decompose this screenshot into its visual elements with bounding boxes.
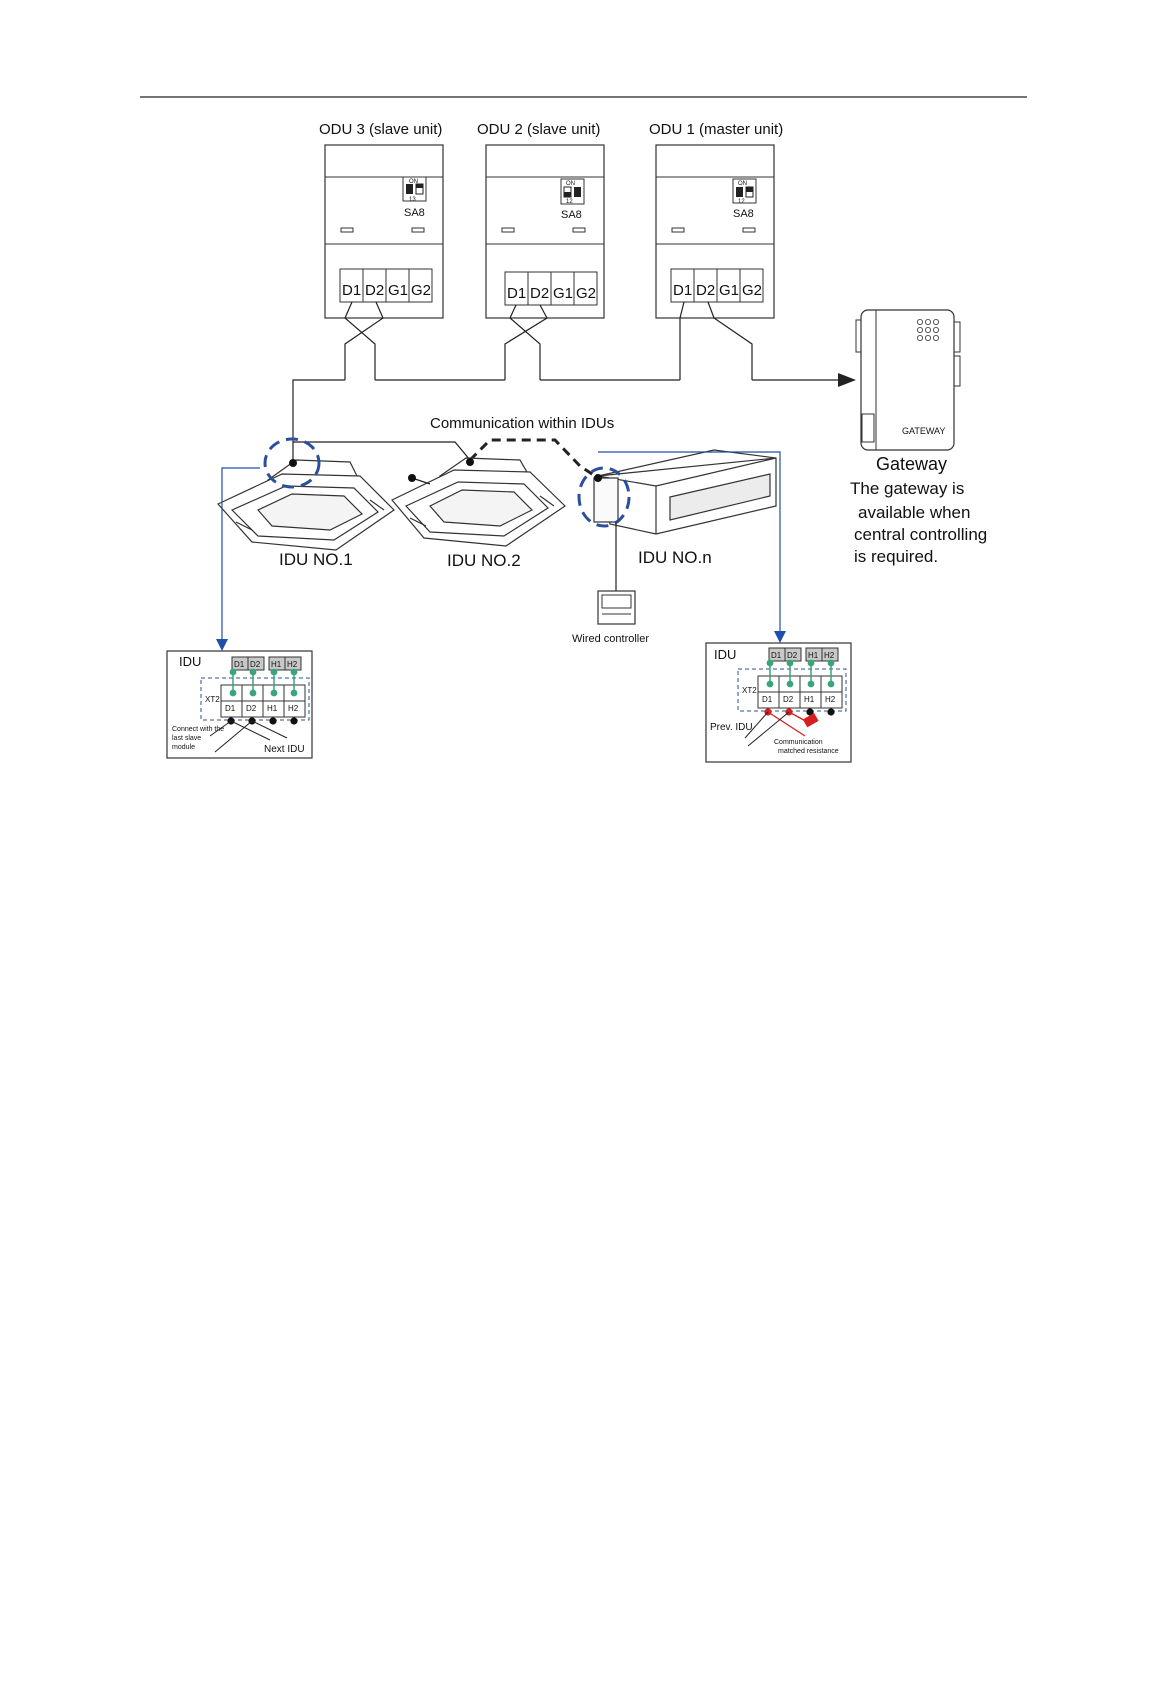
idu-n-duct — [593, 449, 777, 535]
idu-2-label: IDU NO.2 — [447, 551, 521, 570]
odu-2-terminal-d2: D2 — [530, 285, 549, 302]
odu-2-switch-label: SA8 — [561, 209, 582, 221]
odu-2-label: ODU 2 (slave unit) — [477, 121, 600, 138]
idu-n-connection-dot — [594, 474, 602, 482]
left-callout-arrow — [216, 639, 228, 651]
odu-2-unit: ODU 2 (slave unit) ON 12 SA8 D1 D2 G1 G2 — [477, 121, 605, 319]
odu-2-terminal-g2: G2 — [576, 285, 596, 302]
left-bottom-d1: D1 — [225, 704, 236, 713]
wired-controller — [597, 590, 636, 625]
gateway-note-line-1: The gateway is — [850, 479, 964, 498]
odu-1-unit: ODU 1 (master unit) ON 12 SA8 D1 D2 G1 G… — [649, 121, 783, 319]
idu-link-1-2 — [293, 441, 471, 461]
right-bottom-h2: H2 — [825, 695, 836, 704]
gateway-note-line-4: is required. — [854, 547, 938, 566]
left-top-d1: D1 — [234, 660, 245, 669]
odu-2-dip-on: ON — [566, 181, 575, 187]
right-prev-idu-label: Prev. IDU — [710, 722, 753, 733]
right-idu-detail: IDU D1 D2 H1 H2 XT2 D1 D2 H1 H2 — [705, 642, 852, 763]
matched-resistor — [802, 713, 819, 728]
gateway-device-text: GATEWAY — [902, 426, 945, 436]
right-top-d2: D2 — [787, 651, 798, 660]
left-next-idu-label: Next IDU — [264, 744, 305, 755]
odu-3-dip-on: ON — [409, 179, 418, 185]
odu-3-switch-label: SA8 — [404, 207, 425, 219]
right-bottom-d2: D2 — [783, 695, 794, 704]
idu-n-highlight-circle — [577, 466, 631, 528]
right-top-d1: D1 — [771, 651, 782, 660]
left-bottom-h2: H2 — [288, 704, 299, 713]
odu-3-label: ODU 3 (slave unit) — [319, 121, 442, 138]
gateway-note-line-3: central controlling — [854, 525, 987, 544]
idu-1-cassette — [217, 459, 395, 551]
idu-2-connection-dot — [466, 458, 474, 466]
right-callout-arrow — [774, 631, 786, 643]
left-top-d2: D2 — [250, 660, 261, 669]
right-callout-leader — [598, 451, 781, 632]
right-top-h2: H2 — [824, 651, 835, 660]
left-bottom-h1: H1 — [267, 704, 278, 713]
left-top-h1: H1 — [271, 660, 282, 669]
right-resistor-line-2: matched resistance — [778, 748, 839, 755]
odu-3-dip-num: 13 — [409, 197, 416, 203]
idu-link-dashed — [468, 438, 599, 480]
left-idu-detail: IDU D1 D2 H1 H2 XT2 D1 D2 H1 H2 — [166, 650, 313, 759]
odu-2-terminal-g1: G1 — [553, 285, 573, 302]
odu-2-terminal-d1: D1 — [507, 285, 526, 302]
wired-controller-label: Wired controller — [572, 633, 649, 645]
odu-2-dip-num: 12 — [566, 199, 573, 205]
odu-1-switch-label: SA8 — [733, 208, 754, 220]
left-note-line-3: module — [172, 744, 195, 751]
odu-3-terminal-d1: D1 — [342, 282, 361, 299]
odu-1-dip-on: ON — [738, 181, 747, 187]
gateway-arrow-head — [838, 373, 856, 387]
gateway-title: Gateway — [876, 454, 947, 474]
odu-3-unit: ODU 3 (slave unit) ON 13 SA8 D1 D2 G1 G2 — [319, 121, 444, 319]
odu-1-terminal-d1: D1 — [673, 282, 692, 299]
right-strip-label: XT2 — [742, 686, 757, 695]
left-callout-leader — [221, 467, 260, 640]
right-detail-title: IDU — [714, 647, 736, 662]
odu-1-terminal-d2: D2 — [696, 282, 715, 299]
odu-1-dip-num: 12 — [738, 199, 745, 205]
idu-1-label: IDU NO.1 — [279, 550, 353, 569]
right-bottom-d1: D1 — [762, 695, 773, 704]
idu-n-label: IDU NO.n — [638, 548, 712, 567]
idu-1-highlight-circle — [263, 437, 321, 489]
left-note-line-1: Connect with the — [172, 726, 224, 733]
right-resistor-line-1: Communication — [774, 739, 823, 746]
idu-2-end-dot — [408, 474, 416, 482]
gateway-note-line-2: available when — [858, 503, 970, 522]
left-note-line-2: last slave — [172, 735, 201, 742]
communication-label: Communication within IDUs — [430, 415, 614, 432]
right-bottom-h1: H1 — [804, 695, 815, 704]
left-top-h2: H2 — [287, 660, 298, 669]
left-detail-title: IDU — [179, 654, 201, 669]
odu-communication-wiring — [292, 301, 840, 463]
left-strip-label: XT2 — [205, 695, 220, 704]
odu-1-terminal-g2: G2 — [742, 282, 762, 299]
odu-1-terminal-g1: G1 — [719, 282, 739, 299]
left-bottom-d2: D2 — [246, 704, 257, 713]
odu-1-label: ODU 1 (master unit) — [649, 121, 783, 138]
gateway-device: GATEWAY — [855, 309, 961, 451]
idu-1-connection-dot — [289, 459, 297, 467]
odu-3-terminal-d2: D2 — [365, 282, 384, 299]
idu-2-cassette — [391, 457, 566, 547]
odu-3-terminal-g2: G2 — [411, 282, 431, 299]
right-top-h1: H1 — [808, 651, 819, 660]
odu-3-terminal-g1: G1 — [388, 282, 408, 299]
